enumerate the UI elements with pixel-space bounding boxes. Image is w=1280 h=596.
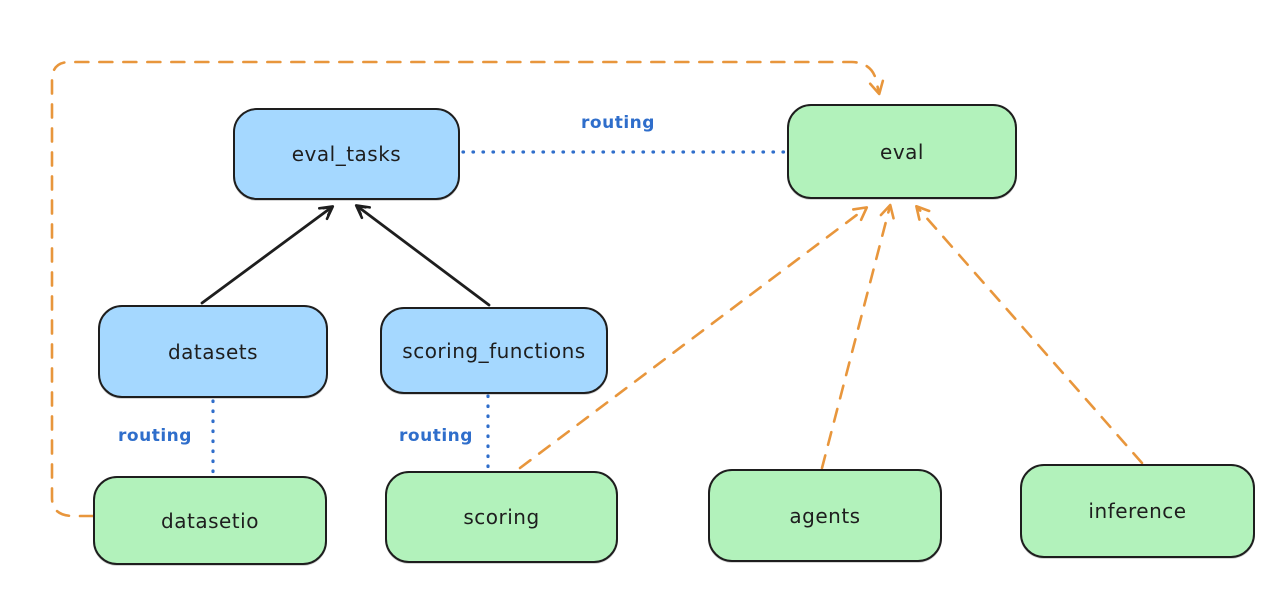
node-scoring-functions: scoring_functions [380,307,608,394]
edge-datasets-evaltasks-black-arrow [200,205,335,305]
node-scoring-functions-label: scoring_functions [402,338,586,363]
edge-scoring-eval-orange-dashed [518,206,869,470]
routing-label-scoringfunctions-scoring: routing [399,426,473,446]
node-scoring-label: scoring [463,505,540,529]
node-eval-tasks-label: eval_tasks [291,142,402,166]
node-datasetio-label: datasetio [161,508,259,533]
node-eval-label: eval [880,139,924,164]
node-datasets: datasets [98,305,328,398]
node-inference: inference [1020,464,1255,558]
edge-inference-eval-orange-dashed [915,204,1144,465]
node-eval: eval [787,104,1017,199]
node-datasets-label: datasets [167,339,259,364]
node-eval-tasks: eval_tasks [233,108,460,200]
edge-agents-eval-orange-dashed [820,203,895,470]
node-agents: agents [708,469,942,562]
edge-scoringfunctions-evaltasks-black-arrow [354,204,491,307]
node-agents-label: agents [789,503,861,528]
node-scoring: scoring [385,471,618,563]
routing-label-evaltasks-eval: routing [581,113,655,133]
routing-label-datasets-datasetio: routing [118,426,192,446]
node-inference-label: inference [1088,499,1187,523]
node-datasetio: datasetio [93,476,327,565]
edge-datasetio-eval-orange-dashed [50,60,885,518]
